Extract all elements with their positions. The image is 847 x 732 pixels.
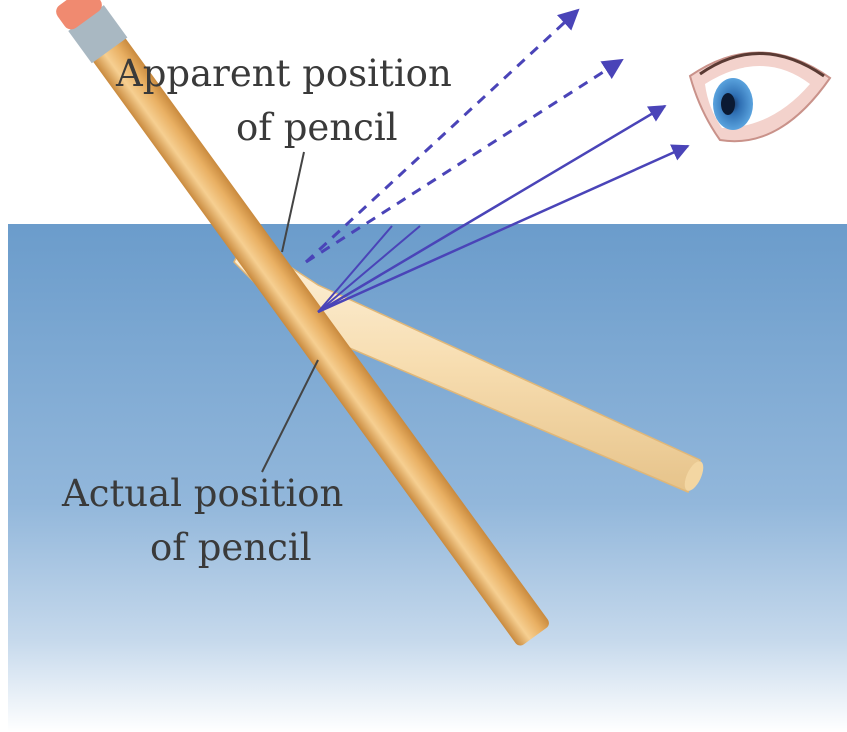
actual-label-line1: Actual position (61, 472, 343, 515)
apparent-label-line2: of pencil (236, 106, 398, 149)
eye-icon (690, 52, 830, 141)
actual-label-line2: of pencil (150, 526, 312, 569)
apparent-label-line1: Apparent position (115, 52, 452, 95)
